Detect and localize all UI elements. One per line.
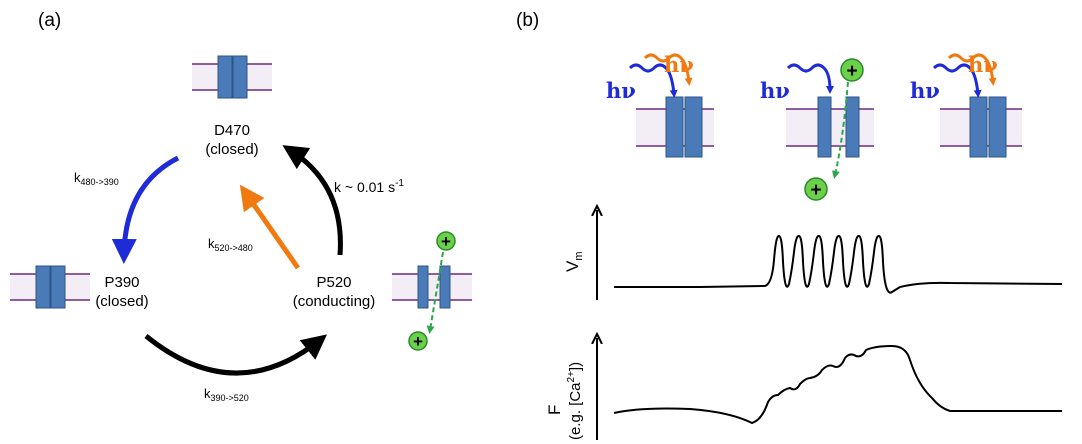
state-d470-name: D470 — [214, 122, 250, 139]
svg-text:+: + — [846, 61, 857, 82]
arrow-p520-to-d470-light — [239, 184, 301, 270]
ion-path — [426, 251, 444, 334]
state-p520-name: P520 — [316, 274, 351, 291]
ion-path — [831, 81, 849, 179]
arrow-p520-to-d470-thermal — [282, 145, 343, 256]
state-d470-status: (closed) — [205, 141, 258, 158]
state-p390-name: P390 — [104, 274, 139, 291]
ion-top: + — [840, 58, 864, 82]
vm-trace — [614, 234, 1063, 294]
panel-a: (a) D470 (closed) k480->390 P390 (closed… — [10, 10, 472, 403]
photon-label-orange: hν — [664, 52, 694, 77]
f-axis-label-sub: (e.g. [Ca2+]) — [566, 362, 584, 440]
rate-390-520: k390->520 — [204, 386, 249, 403]
photon-label-blue: hν — [760, 78, 790, 103]
light-wave-orange — [947, 53, 997, 86]
f-axis-label-main: F — [545, 405, 564, 415]
arrow-p390-to-p520 — [144, 334, 328, 376]
light-wave-blue — [786, 63, 834, 94]
svg-text:+: + — [441, 232, 451, 251]
rate-520-480: k520->480 — [208, 236, 253, 253]
light-wave-blue — [628, 63, 678, 98]
photon-label-blue: hν — [910, 78, 940, 103]
f-trace — [613, 345, 1062, 424]
photon-label-orange: hν — [968, 52, 998, 77]
rate-480-390: k480->390 — [74, 170, 119, 187]
ion-bottom: + — [804, 177, 828, 201]
channel-b3-closed: hν hν — [910, 52, 1022, 158]
svg-text:+: + — [413, 332, 423, 351]
ion-bottom: + — [408, 331, 428, 351]
channel-b2-open: hν + + — [760, 58, 874, 201]
light-wave-blue — [932, 63, 982, 98]
channel-open-p520: + + — [392, 231, 472, 351]
channel-closed-d470 — [192, 55, 272, 99]
vm-axis-label: Vm — [563, 251, 585, 272]
light-wave-orange — [643, 53, 693, 86]
panel-a-label: (a) — [38, 10, 61, 31]
photon-label-blue: hν — [606, 78, 636, 103]
state-p390-status: (closed) — [95, 293, 148, 310]
ion-top: + — [436, 231, 456, 251]
panel-b: (b) hν hν hν + — [516, 10, 1063, 440]
rate-thermal: k ~ 0.01 s-1 — [334, 178, 404, 195]
channel-b1-closed: hν hν — [606, 52, 714, 158]
panel-b-label: (b) — [516, 10, 539, 31]
svg-text:+: + — [810, 180, 821, 201]
state-p520-status: (conducting) — [293, 293, 376, 310]
arrow-d470-to-p390 — [111, 155, 180, 264]
channel-closed-p390 — [10, 265, 90, 309]
